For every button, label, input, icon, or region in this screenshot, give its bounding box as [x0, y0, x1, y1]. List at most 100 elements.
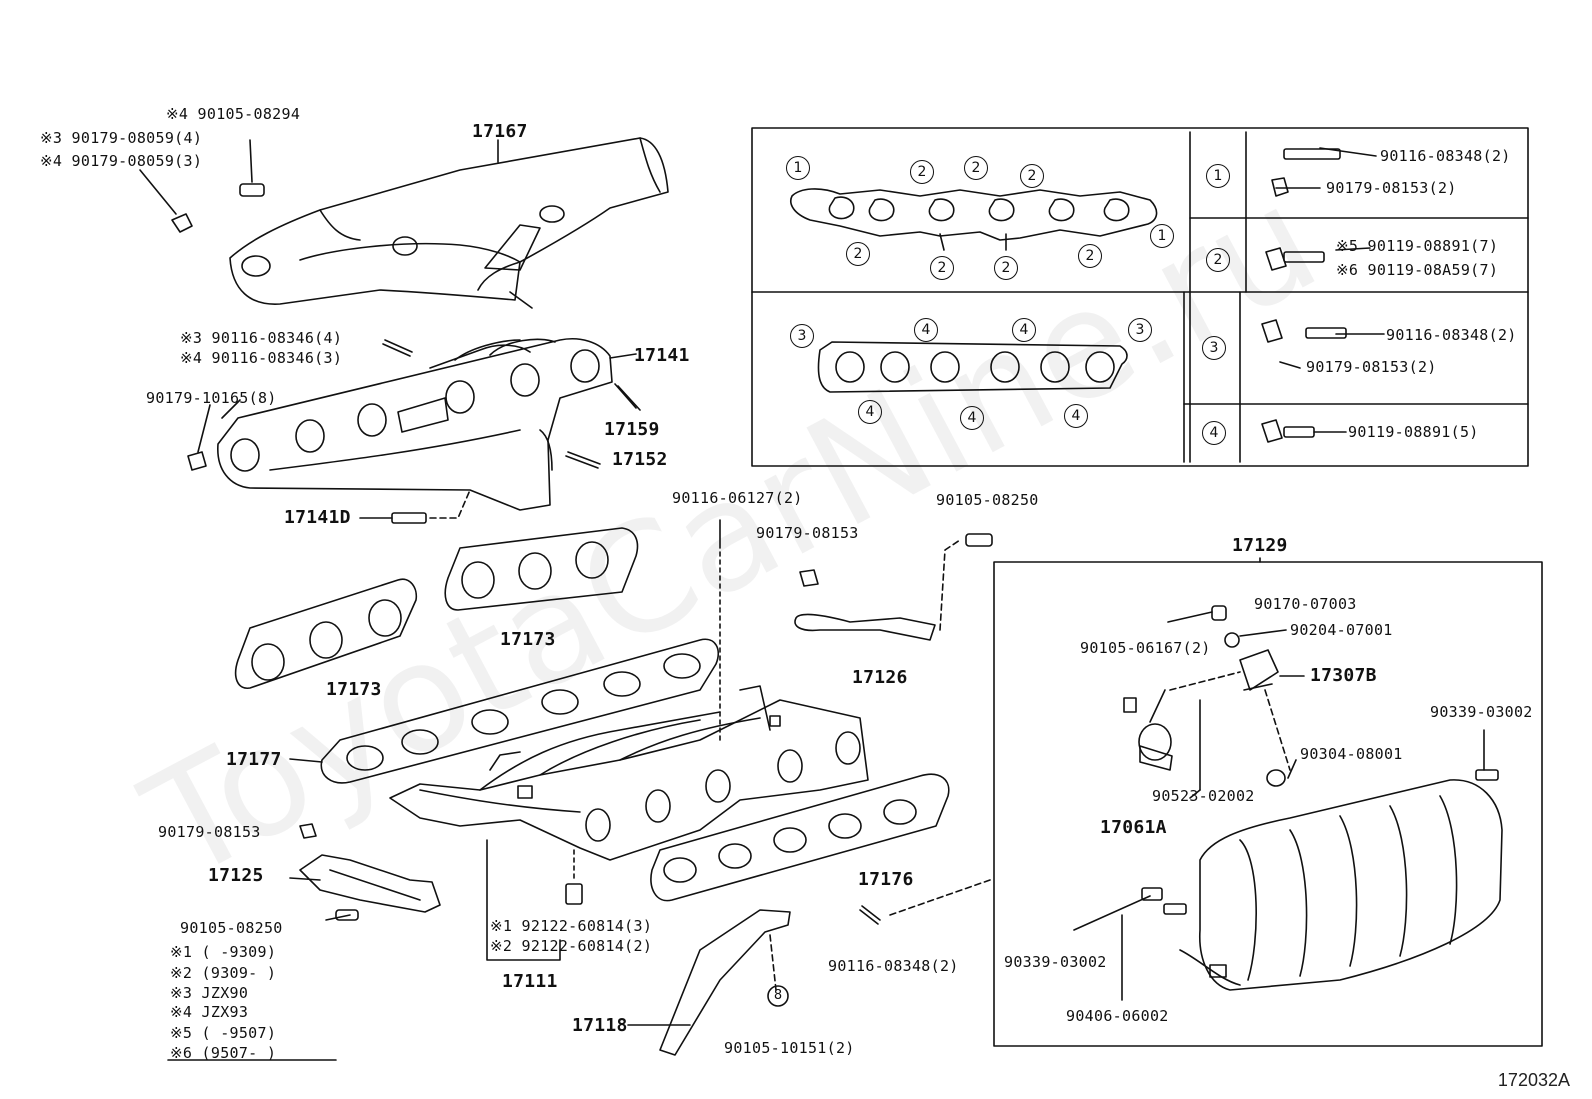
- nut-90179-08153-left: [299, 823, 317, 839]
- stud-17159: [614, 383, 641, 411]
- leader-90339-low: [1073, 895, 1151, 931]
- stud-90116-08348-low: [859, 879, 991, 925]
- table-key-1: 1: [1206, 164, 1230, 188]
- leader-lines: [221, 139, 1485, 1026]
- label-90339-03002-top: 90339-03002: [1430, 703, 1533, 721]
- exhaust-manifold-17141: [217, 338, 613, 511]
- label-90105-08250-left: 90105-08250: [180, 919, 283, 937]
- mark-upper-2b: 2: [964, 156, 988, 180]
- bracket-17111-line: [486, 839, 561, 961]
- table-row3-item1: 90116-08348(2): [1386, 326, 1517, 344]
- label-17125: 17125: [208, 865, 264, 886]
- mark-lower-3b: 3: [1128, 318, 1152, 342]
- table-key-4: 4: [1202, 421, 1226, 445]
- assembly-box-17129: [993, 561, 1543, 1047]
- intake-manifold-17111: [389, 685, 869, 861]
- label-17176: 17176: [858, 869, 914, 890]
- gasket-17177: [320, 638, 720, 784]
- gasket-17173-right: [444, 527, 639, 611]
- bracket-17118: [659, 909, 791, 1056]
- mark-upper-2g: 2: [1078, 244, 1102, 268]
- stud-92122-60814: [565, 849, 583, 905]
- label-17173-left: 17173: [326, 679, 382, 700]
- label-90170-07003: 90170-07003: [1254, 595, 1357, 613]
- nut-90179-10165: [187, 404, 211, 471]
- table-key-3: 3: [1202, 336, 1226, 360]
- gasket-17176: [650, 773, 950, 902]
- label-90339-03002-low: 90339-03002: [1004, 953, 1107, 971]
- label-90304-08001: 90304-08001: [1300, 745, 1403, 763]
- stud-17141D: [359, 489, 471, 524]
- mark-upper-2f: 2: [994, 256, 1018, 280]
- label-s2-92122: ※2 92122-60814(2): [490, 937, 653, 955]
- table-hardware: [1261, 148, 1347, 443]
- label-17152: 17152: [612, 449, 668, 470]
- footnote-2: ※2 (9309- ): [170, 964, 277, 982]
- bolt-90105-08250-left: [325, 909, 359, 921]
- vsv-17061A: [1138, 689, 1173, 771]
- stud-90116-08346: [382, 339, 413, 357]
- footnote-6: ※6 (9507- ): [170, 1044, 277, 1062]
- label-90116-08348-low: 90116-08348(2): [828, 957, 959, 975]
- label-17141: 17141: [634, 345, 690, 366]
- bracket-17126: [794, 533, 993, 641]
- label-s4-90179-08059: ※4 90179-08059(3): [40, 152, 203, 170]
- intake-plenum: [1179, 779, 1503, 991]
- label-s4-90105-08294: ※4 90105-08294: [166, 105, 301, 123]
- gasket-lower: [817, 341, 1128, 393]
- gasket-upper: [790, 188, 1158, 251]
- footnote-1: ※1 ( -9309): [170, 943, 277, 961]
- mark-lower-4e: 4: [1064, 404, 1088, 428]
- label-s3-90179-08059: ※3 90179-08059(4): [40, 129, 203, 147]
- mark-lower-4c: 4: [858, 400, 882, 424]
- nut-90179-08153-mid: [799, 569, 819, 587]
- footnote-4: ※4 JZX93: [170, 1003, 249, 1021]
- label-90204-07001: 90204-07001: [1290, 621, 1393, 639]
- nut-90179-08059: [139, 169, 193, 233]
- label-90105-10151: 90105-10151(2): [724, 1039, 855, 1057]
- label-90179-08153-mid: 90179-08153: [756, 524, 859, 542]
- label-17307B: 17307B: [1310, 665, 1377, 686]
- label-17111: 17111: [502, 971, 558, 992]
- mark-upper-1b: 1: [1150, 224, 1174, 248]
- label-17126: 17126: [852, 667, 908, 688]
- label-90179-08153-left: 90179-08153: [158, 823, 261, 841]
- label-17167: 17167: [472, 121, 528, 142]
- mark-upper-1a: 1: [786, 156, 810, 180]
- label-17129: 17129: [1232, 535, 1288, 556]
- label-90105-06167: 90105-06167(2): [1080, 639, 1211, 657]
- bracket-17307B: [1239, 649, 1279, 691]
- label-s4-90116-08346: ※4 90116-08346(3): [180, 349, 343, 367]
- label-17118: 17118: [572, 1015, 628, 1036]
- mark-upper-2c: 2: [1020, 164, 1044, 188]
- label-17141D: 17141D: [284, 507, 351, 528]
- mark-upper-2a: 2: [910, 160, 934, 184]
- circle-b-label: 8: [773, 988, 783, 1003]
- mark-upper-2d: 2: [846, 242, 870, 266]
- heat-insulator-17167: [229, 137, 669, 309]
- hoses: [1169, 671, 1291, 791]
- table-row1-item1: 90116-08348(2): [1380, 147, 1511, 165]
- label-90523-02002: 90523-02002: [1152, 787, 1255, 805]
- mark-lower-4a: 4: [914, 318, 938, 342]
- bolt-90105-08294: [239, 139, 265, 197]
- mark-lower-4d: 4: [960, 406, 984, 430]
- label-17173-right: 17173: [500, 629, 556, 650]
- label-s3-90116-08346: ※3 90116-08346(4): [180, 329, 343, 347]
- bracket-17125: [299, 854, 441, 913]
- table-row4-item1: 90119-08891(5): [1348, 423, 1479, 441]
- table-row2-item1: ※5 90119-08891(7): [1336, 237, 1499, 255]
- mark-upper-2e: 2: [930, 256, 954, 280]
- label-90406-06002: 90406-06002: [1066, 1007, 1169, 1025]
- small-parts-box: [1123, 605, 1499, 915]
- mark-lower-4b: 4: [1012, 318, 1036, 342]
- footnote-3: ※3 JZX90: [170, 984, 249, 1002]
- table-row1-item2: 90179-08153(2): [1326, 179, 1457, 197]
- circle-b-icon: [767, 985, 789, 1007]
- label-90105-08250-top: 90105-08250: [936, 491, 1039, 509]
- gasket-table: [751, 127, 1529, 467]
- diagram-reference-code: 172032A: [1497, 1070, 1570, 1090]
- label-90179-10165: 90179-10165(8): [146, 389, 277, 407]
